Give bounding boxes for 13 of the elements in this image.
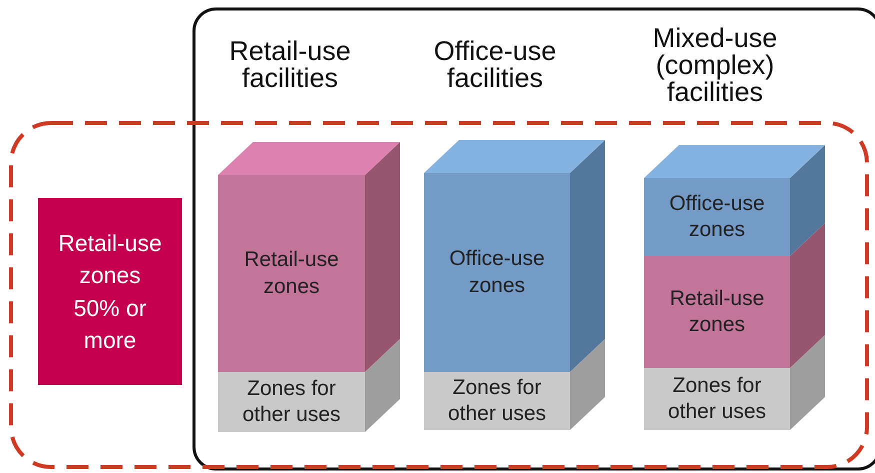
- zone-label: Zones for other uses: [666, 372, 768, 425]
- zone-label: Retail-use zones: [668, 286, 766, 338]
- zone-label: Office-use zones: [668, 190, 766, 243]
- column-heading: Office-use facilities: [432, 38, 558, 92]
- criterion-box: [38, 198, 182, 385]
- column-heading: Retail-use facilities: [228, 38, 352, 92]
- zone-label: Retail-use zones: [243, 247, 340, 300]
- zone-label: Office-use zones: [448, 246, 546, 298]
- zone-label: Zones for other uses: [446, 374, 548, 427]
- criterion-text: 50% or more: [72, 294, 148, 355]
- criterion-text: Retail-use zones: [57, 229, 163, 290]
- zone-label: Zones for other uses: [241, 376, 342, 428]
- column-heading: Mixed-use (complex) facilities: [652, 25, 778, 106]
